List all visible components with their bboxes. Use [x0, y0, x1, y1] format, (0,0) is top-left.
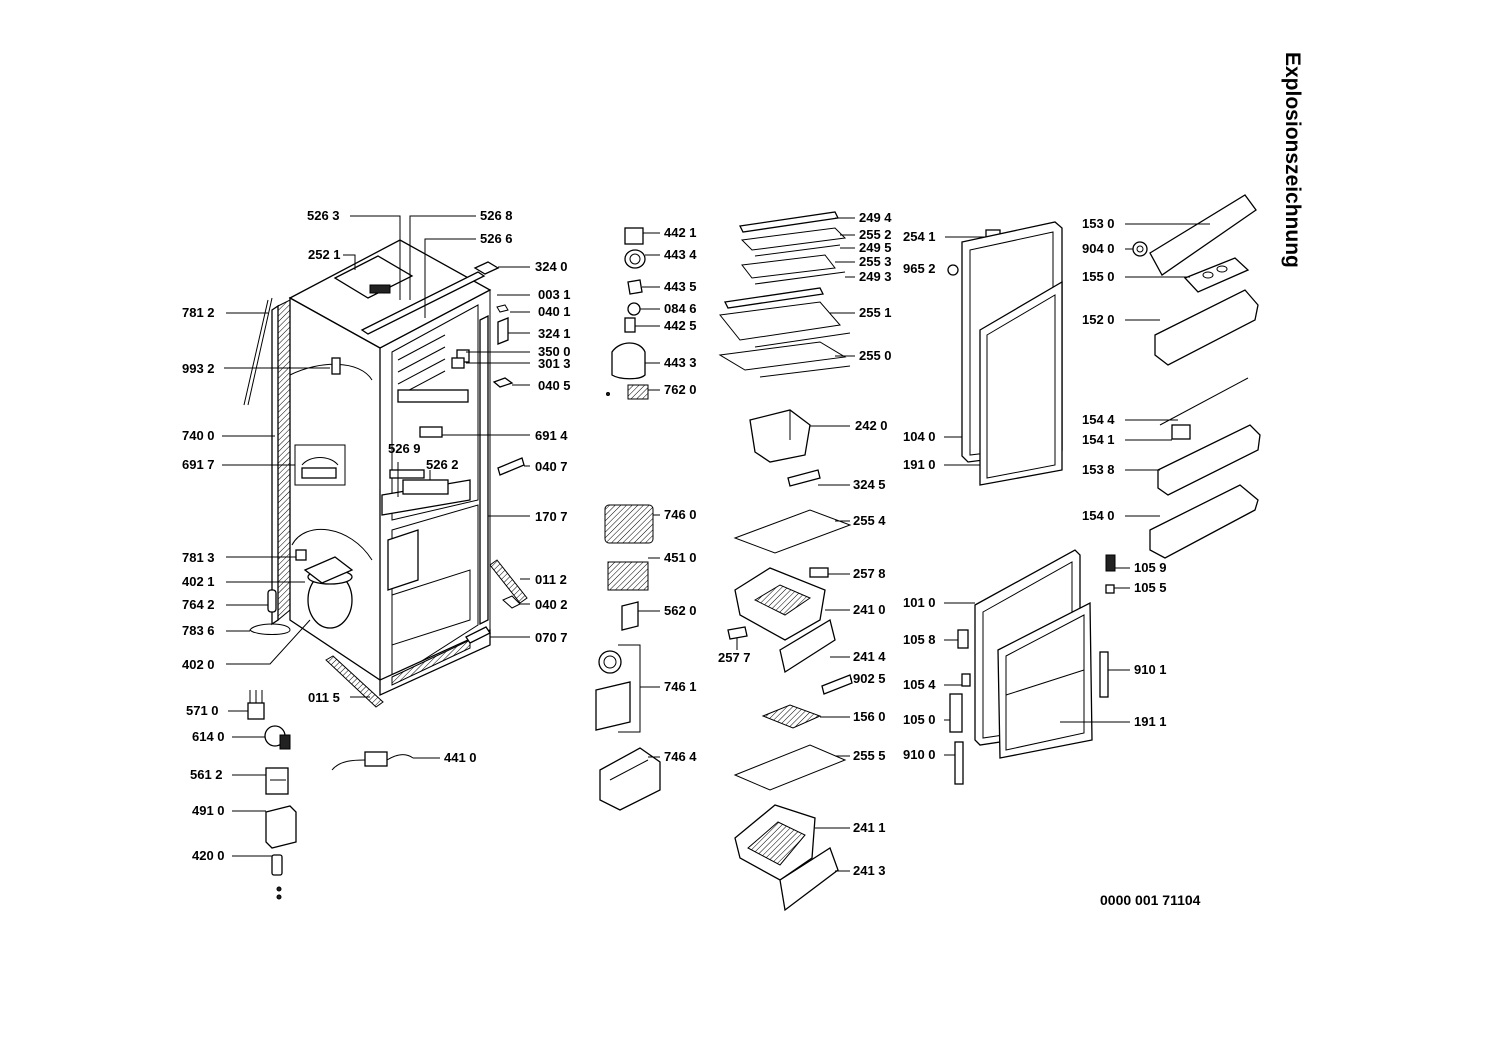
- part-label-156-0: 156 0: [853, 709, 886, 724]
- part-label-746-1: 746 1: [664, 679, 697, 694]
- part-label-249-5: 249 5: [859, 240, 892, 255]
- part-label-441-0: 441 0: [444, 750, 477, 765]
- part-label-105-8: 105 8: [903, 632, 936, 647]
- part-label-442-5: 442 5: [664, 318, 697, 333]
- part-label-571-0: 571 0: [186, 703, 219, 718]
- electrical-parts: [247, 690, 414, 900]
- part-label-910-0: 910 0: [903, 747, 936, 762]
- part-label-040-5: 040 5: [538, 378, 571, 393]
- part-label-902-5: 902 5: [853, 671, 886, 686]
- part-label-084-6: 084 6: [664, 301, 697, 316]
- shelves-and-drawers: [718, 211, 853, 912]
- part-label-242-0: 242 0: [855, 418, 888, 433]
- fan-and-evaporator-parts: [595, 227, 661, 811]
- part-label-153-0: 153 0: [1082, 216, 1115, 231]
- part-label-746-4: 746 4: [664, 749, 697, 764]
- part-label-257-7: 257 7: [718, 650, 751, 665]
- part-label-691-7: 691 7: [182, 457, 215, 472]
- part-label-443-4: 443 4: [664, 247, 697, 262]
- part-label-762-0: 762 0: [664, 382, 697, 397]
- part-label-491-0: 491 0: [192, 803, 225, 818]
- part-label-241-3: 241 3: [853, 863, 886, 878]
- part-label-781-2: 781 2: [182, 305, 215, 320]
- part-label-070-7: 070 7: [535, 630, 568, 645]
- part-label-402-1: 402 1: [182, 574, 215, 589]
- part-label-740-0: 740 0: [182, 428, 215, 443]
- fridge-door-upper: [947, 221, 1063, 486]
- leader-lines: [222, 215, 1210, 872]
- part-label-255-4: 255 4: [853, 513, 886, 528]
- part-label-003-1: 003 1: [538, 287, 571, 302]
- part-label-257-8: 257 8: [853, 566, 886, 581]
- part-label-526-2: 526 2: [426, 457, 459, 472]
- part-label-562-0: 562 0: [664, 603, 697, 618]
- part-label-764-2: 764 2: [182, 597, 215, 612]
- part-label-526-3: 526 3: [307, 208, 340, 223]
- part-label-783-6: 783 6: [182, 623, 215, 638]
- part-label-443-3: 443 3: [664, 355, 697, 370]
- part-label-442-1: 442 1: [664, 225, 697, 240]
- part-label-402-0: 402 0: [182, 657, 215, 672]
- part-label-249-4: 249 4: [859, 210, 892, 225]
- part-label-350-0: 350 0: [538, 344, 571, 359]
- part-label-154-4: 154 4: [1082, 412, 1115, 427]
- part-label-105-4: 105 4: [903, 677, 936, 692]
- part-label-254-1: 254 1: [903, 229, 936, 244]
- part-label-993-2: 993 2: [182, 361, 215, 376]
- part-label-249-3: 249 3: [859, 269, 892, 284]
- part-label-170-7: 170 7: [535, 509, 568, 524]
- part-label-155-0: 155 0: [1082, 269, 1115, 284]
- part-label-040-7: 040 7: [535, 459, 568, 474]
- part-label-420-0: 420 0: [192, 848, 225, 863]
- part-label-105-5: 105 5: [1134, 580, 1167, 595]
- part-label-105-0: 105 0: [903, 712, 936, 727]
- part-label-781-3: 781 3: [182, 550, 215, 565]
- part-label-614-0: 614 0: [192, 729, 225, 744]
- part-label-904-0: 904 0: [1082, 241, 1115, 256]
- part-label-301-3: 301 3: [538, 356, 571, 371]
- part-label-011-2: 011 2: [535, 572, 567, 587]
- part-label-255-0: 255 0: [859, 348, 892, 363]
- part-label-910-1: 910 1: [1134, 662, 1167, 677]
- part-label-255-1: 255 1: [859, 305, 892, 320]
- part-label-561-2: 561 2: [190, 767, 223, 782]
- part-label-105-9: 105 9: [1134, 560, 1167, 575]
- cabinet-assembly: [243, 239, 528, 708]
- part-label-255-2: 255 2: [859, 227, 892, 242]
- part-label-153-8: 153 8: [1082, 462, 1115, 477]
- part-label-526-9: 526 9: [388, 441, 421, 456]
- part-label-040-2: 040 2: [535, 597, 568, 612]
- part-label-154-0: 154 0: [1082, 508, 1115, 523]
- part-label-040-1: 040 1: [538, 304, 571, 319]
- fridge-door-lower: [949, 549, 1116, 785]
- diagram-title: Explosionszeichnung: [1281, 52, 1304, 268]
- part-label-324-0: 324 0: [535, 259, 568, 274]
- document-number: 0000 001 71104: [1100, 892, 1201, 908]
- part-label-691-4: 691 4: [535, 428, 568, 443]
- cabinet-small-parts: [389, 261, 525, 644]
- part-label-191-0: 191 0: [903, 457, 936, 472]
- part-label-443-5: 443 5: [664, 279, 697, 294]
- part-label-526-6: 526 6: [480, 231, 513, 246]
- part-label-255-3: 255 3: [859, 254, 892, 269]
- part-label-252-1: 252 1: [308, 247, 341, 262]
- part-label-191-1: 191 1: [1134, 714, 1167, 729]
- part-label-241-4: 241 4: [853, 649, 886, 664]
- part-label-746-0: 746 0: [664, 507, 697, 522]
- part-label-324-5: 324 5: [853, 477, 886, 492]
- door-bins: [1132, 194, 1261, 559]
- part-label-011-5: 011 5: [308, 690, 340, 705]
- part-label-241-0: 241 0: [853, 602, 886, 617]
- part-label-526-8: 526 8: [480, 208, 513, 223]
- part-label-965-2: 965 2: [903, 261, 936, 276]
- part-label-451-0: 451 0: [664, 550, 697, 565]
- part-label-255-5: 255 5: [853, 748, 886, 763]
- part-label-324-1: 324 1: [538, 326, 571, 341]
- part-label-101-0: 101 0: [903, 595, 936, 610]
- part-label-104-0: 104 0: [903, 429, 936, 444]
- part-label-154-1: 154 1: [1082, 432, 1115, 447]
- part-label-241-1: 241 1: [853, 820, 886, 835]
- part-label-152-0: 152 0: [1082, 312, 1115, 327]
